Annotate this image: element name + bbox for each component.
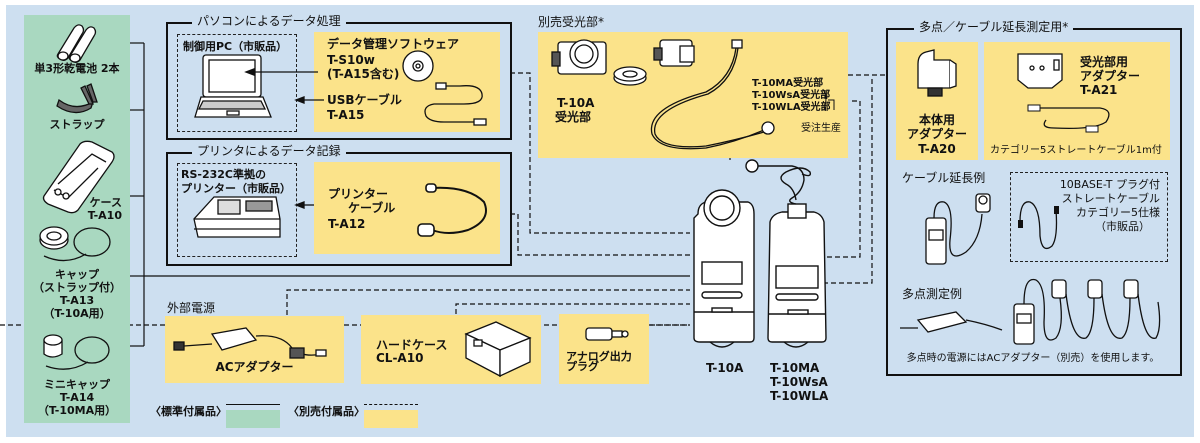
lan-cable-line2: ストレートケーブル xyxy=(1061,192,1160,205)
software-model: T-S10w xyxy=(327,53,375,67)
lan-cable-line1: 10BASE-T プラグ付 xyxy=(1059,178,1160,191)
ac-adapter-panel xyxy=(165,316,344,383)
extension-example-icon xyxy=(925,193,991,265)
cable-note: カテゴリー5ストレートケーブル1m付 xyxy=(990,145,1162,156)
ac-adapter-label: ACアダプター xyxy=(215,360,294,374)
hard-case-label: ハードケース xyxy=(376,338,448,352)
software-note: (T-A15含む) xyxy=(327,67,400,81)
receptor-cap-icon xyxy=(613,66,647,86)
t10wsa-meter-label: T-10WsA xyxy=(770,375,828,389)
multipoint-power-note: 多点時の電源にはACアダプター（別売）を使用します。 xyxy=(906,353,1160,364)
multipoint-section-title: 多点／ケーブル延長測定用* xyxy=(914,20,1074,34)
pc-dashed-frame xyxy=(177,34,297,132)
printer-icon xyxy=(193,196,281,238)
aa-batteries-icon xyxy=(56,24,97,63)
t10a-meter-label: T-10A xyxy=(706,361,744,375)
printer-cable-panel xyxy=(314,162,500,254)
printer-label-line1: RS-232C準拠の xyxy=(181,168,266,181)
case-model: T-A10 xyxy=(87,209,122,222)
printer-label-line2: プリンター（市販品） xyxy=(181,182,291,195)
meters-illustration xyxy=(693,159,827,348)
pc-arrows xyxy=(244,68,324,104)
cap-note: （T-10A用） xyxy=(43,307,111,320)
software-panel xyxy=(314,32,500,132)
analog-plug-icon xyxy=(585,327,629,341)
t10ma-meter-icon xyxy=(745,159,827,348)
receptor-adapter-icon xyxy=(1017,53,1063,89)
power-section-title: 外部電源 xyxy=(167,301,216,315)
hard-case-icon xyxy=(464,321,532,378)
mini-cap-label: ミニキャップ xyxy=(44,378,110,391)
batteries-label: 単3形乾電池 2本 xyxy=(34,62,120,75)
receptor-model-t10wsa: T-10WsA受光部 xyxy=(752,90,831,101)
strap-label: ストラップ xyxy=(49,118,105,131)
legend-optional-line xyxy=(364,404,418,405)
ac-adapter-icon xyxy=(173,327,327,359)
legend-standard-label: 〈標準付属品〉 xyxy=(150,405,227,418)
software-title: データ管理ソフトウェア xyxy=(327,37,460,51)
legend-optional-label: 〈別売付属品〉 xyxy=(288,405,365,418)
printer-cable-model: T-A12 xyxy=(328,217,366,231)
analog-plug-panel xyxy=(559,314,649,384)
mini-cap-model: T-A14 xyxy=(59,391,95,404)
receptor-section-title: 別売受光部* xyxy=(538,15,605,29)
multipoint-example-icon xyxy=(900,278,1161,345)
multipoint-example-title: 多点測定例 xyxy=(902,287,963,301)
case-label: ケース xyxy=(89,196,122,209)
order-bracket xyxy=(823,89,835,111)
cd-and-usb-cable-icon xyxy=(402,50,487,126)
usb-label: USBケーブル xyxy=(327,93,402,107)
printer-cable-icon xyxy=(417,183,487,237)
pc-label: 制御用PC（市販品） xyxy=(183,40,288,53)
cap-label: キャップ xyxy=(55,268,99,281)
pc-section-title: パソコンによるデータ処理 xyxy=(192,14,346,28)
body-adapter-label-line1: 本体用 xyxy=(918,113,955,127)
mini-cap-note: （T-10MA用） xyxy=(37,404,117,417)
lan-cable-line4: （市販品） xyxy=(1095,220,1150,233)
analog-plug-label-line1: アナログ出力 xyxy=(566,350,632,363)
standard-connection-lines xyxy=(130,42,690,347)
printer-cable-label-line1: プリンター xyxy=(328,187,389,201)
legend-standard-swatch xyxy=(226,410,280,428)
t10ma-meter-label: T-10MA xyxy=(770,361,820,375)
remote-receptor-with-cable-icon xyxy=(650,39,775,150)
t10a-meter-icon xyxy=(693,189,755,348)
legend-standard-line xyxy=(226,404,280,405)
lan-cable-line3: カテゴリー5仕様 xyxy=(1076,206,1160,219)
receptor-adapter-panel xyxy=(984,42,1170,160)
t10a-receptor-model: T-10A xyxy=(557,96,595,110)
body-adapter-label-line2: アダプター xyxy=(906,127,967,141)
printer-dashed-frame xyxy=(177,163,297,257)
cap-model: T-A13 xyxy=(59,294,95,307)
body-adapter-model: T-A20 xyxy=(918,142,956,156)
analog-plug-label-line2: プラグ xyxy=(566,360,599,373)
receptor-adapter-model: T-A21 xyxy=(1080,83,1118,97)
cap-sub: （ストラップ付） xyxy=(33,281,121,294)
legend-optional-swatch xyxy=(364,410,418,428)
laptop-icon xyxy=(194,54,272,118)
case-icon xyxy=(42,140,115,214)
extension-example-title: ケーブル延長例 xyxy=(902,171,986,185)
hard-case-model: CL-A10 xyxy=(376,351,424,365)
receptor-adapter-label-line2: アダプター xyxy=(1080,69,1141,83)
strap-icon xyxy=(56,83,98,114)
receptor-adapter-label-line1: 受光部用 xyxy=(1080,55,1129,69)
lan-cable-dashed-frame xyxy=(1010,172,1168,262)
t10a-receptor-icon xyxy=(551,39,607,75)
usb-model: T-A15 xyxy=(327,108,365,122)
order-note: 受注生産 xyxy=(801,123,841,134)
mini-cap-icon xyxy=(43,334,110,370)
t10a-receptor-label: 受光部 xyxy=(555,110,592,124)
receptor-model-t10ma: T-10MA受光部 xyxy=(752,78,824,89)
cap-icon xyxy=(39,226,111,262)
printer-cable-label-line2: ケーブル xyxy=(348,201,396,215)
t10wla-meter-label: T-10WLA xyxy=(770,389,829,403)
printer-arrow xyxy=(294,201,316,209)
receptor-model-t10wla: T-10WLA受光部 xyxy=(752,102,831,113)
lan-cable-icon xyxy=(1027,104,1110,133)
lan-cable-commercial-icon xyxy=(1018,201,1059,250)
printer-section-title: プリンタによるデータ記録 xyxy=(192,144,346,158)
body-adapter-icon xyxy=(917,49,957,97)
